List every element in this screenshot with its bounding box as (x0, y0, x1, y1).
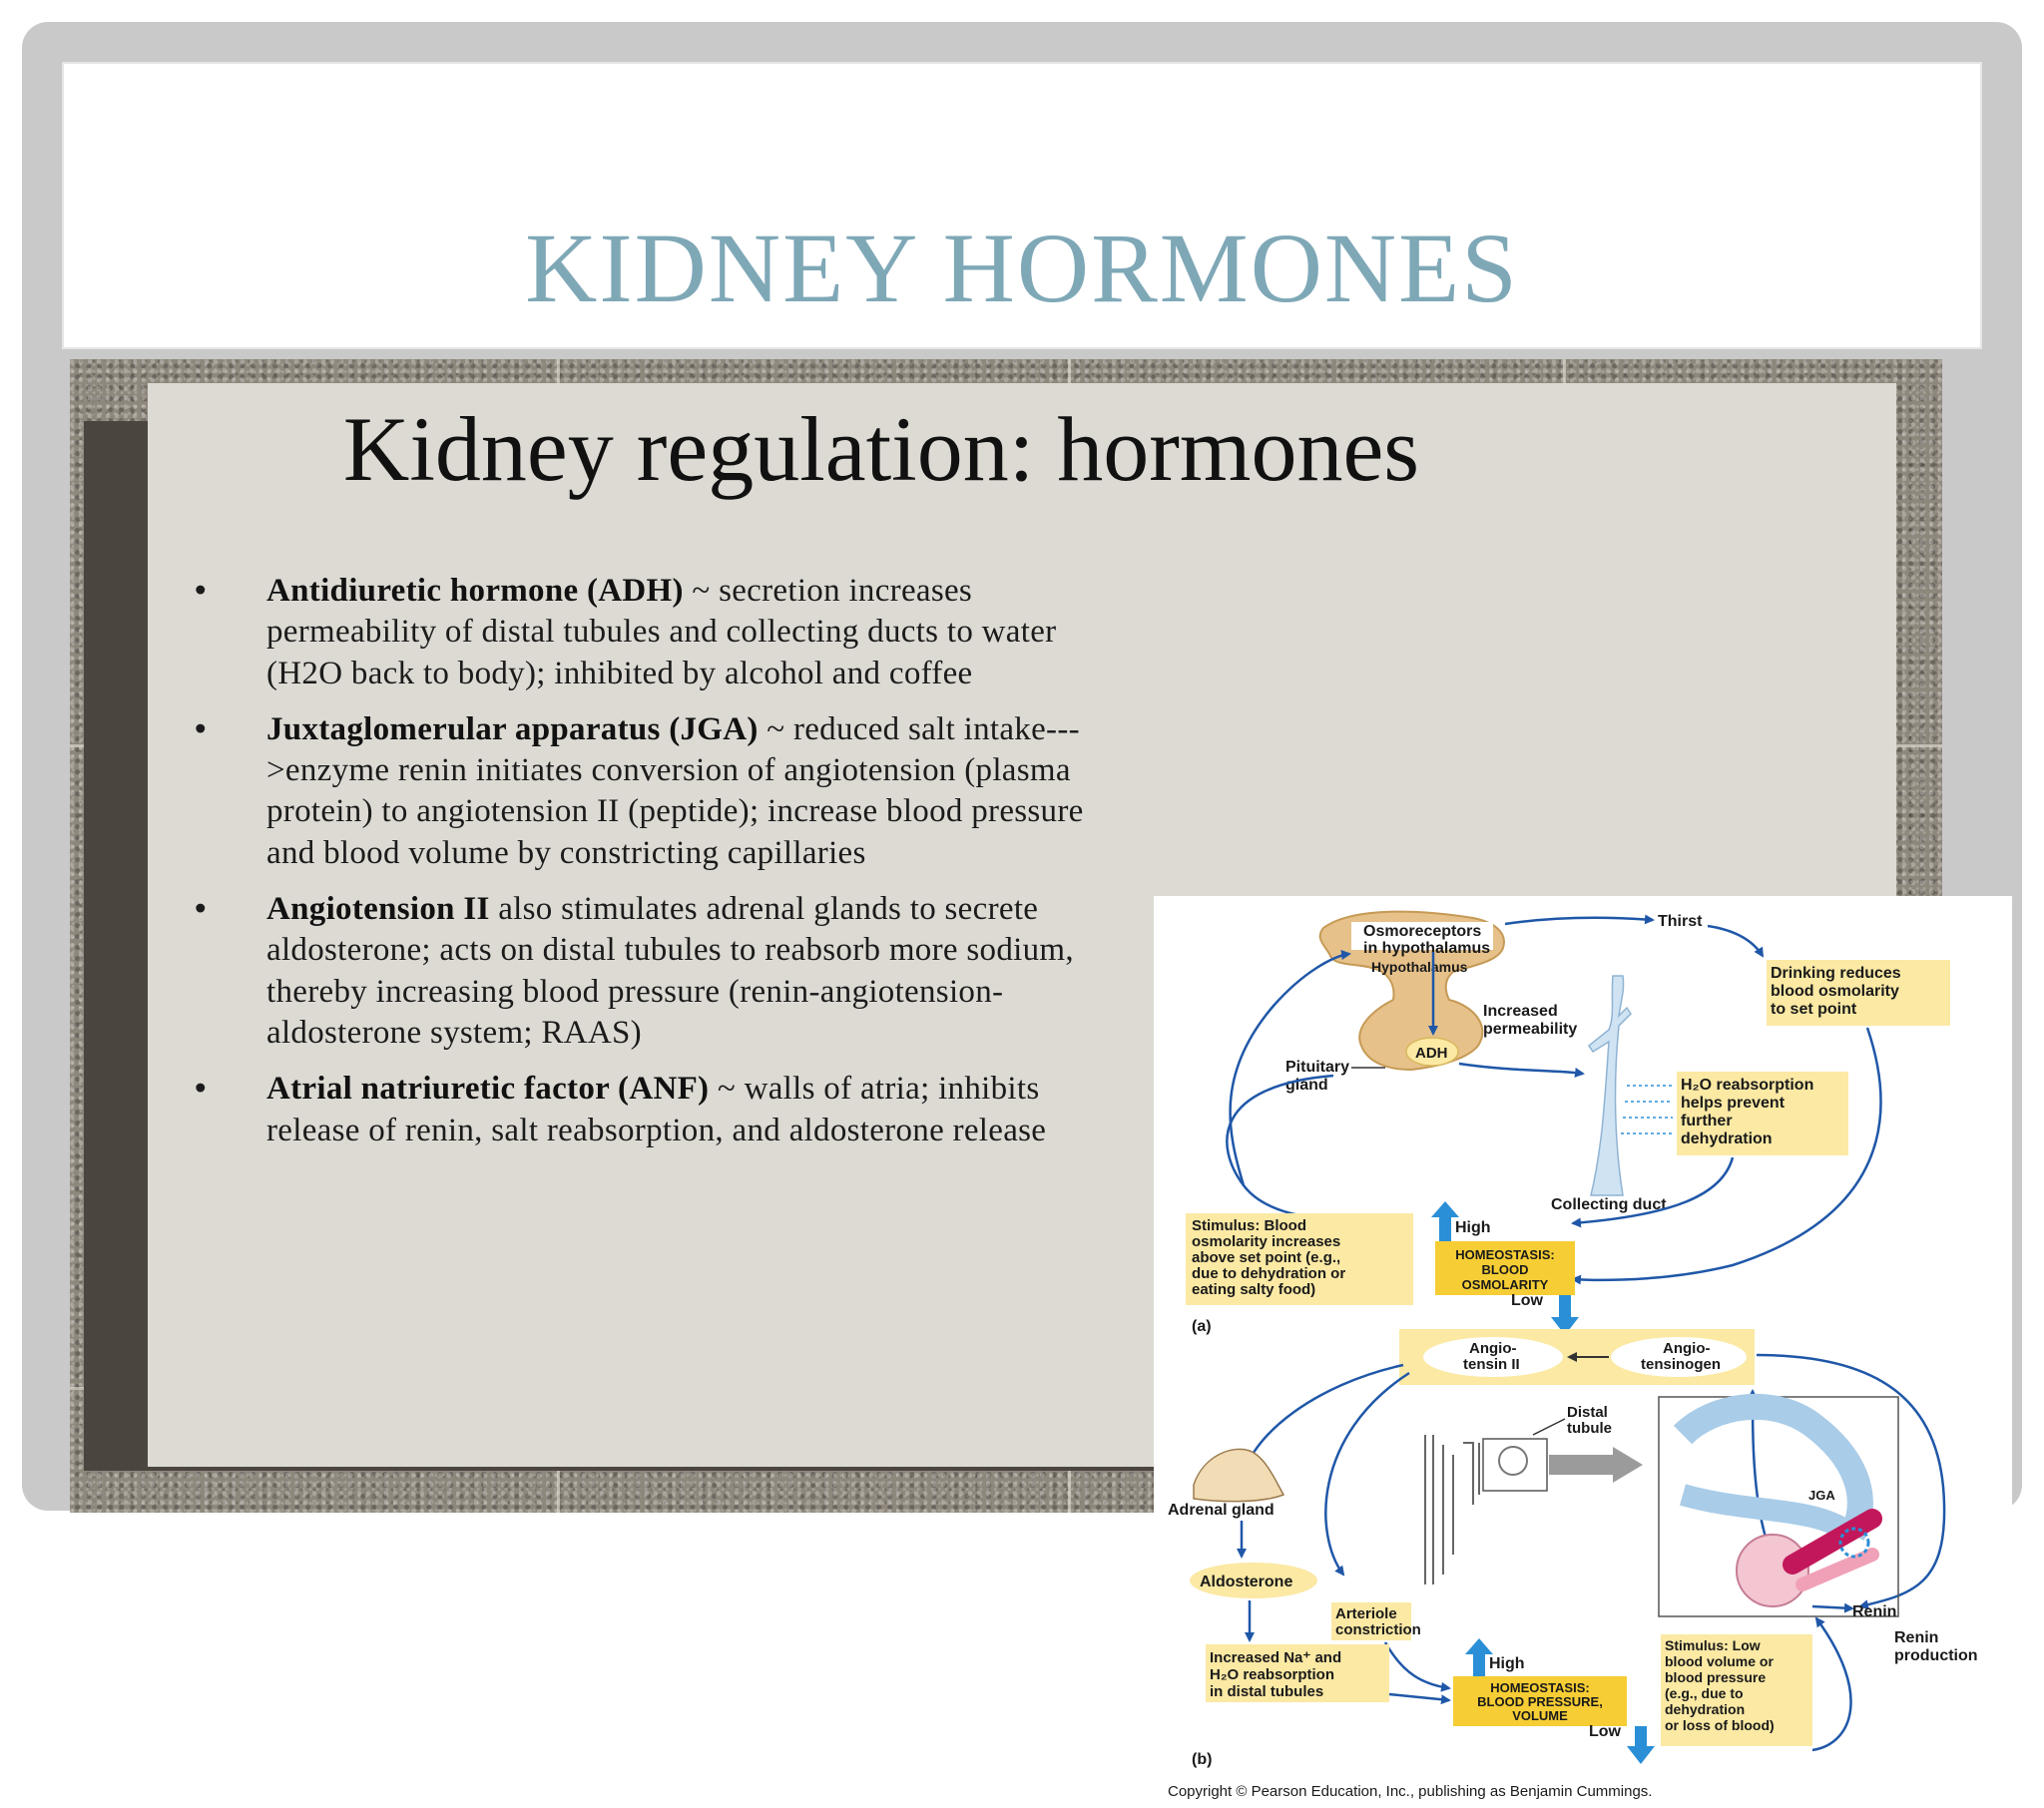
bullet-term: Antidiuretic hormone (ADH) (266, 573, 684, 609)
renin-label: Renin (1852, 1603, 1896, 1620)
bullet-item: •Atrial natriuretic factor (ANF) ~ walls… (195, 1071, 1047, 1148)
bullet-item: •Juxtaglomerular apparatus (JGA) ~ reduc… (195, 710, 1084, 871)
aldosterone-label: Aldosterone (1200, 1574, 1292, 1590)
bullet-term: Juxtaglomerular apparatus (JGA) (266, 710, 759, 747)
h2o-reabsorption-callout (1677, 1072, 1848, 1155)
bullet-text: also stimulates adrenal glands to secret… (266, 891, 1074, 1051)
jga-illustration (1658, 1393, 1899, 1617)
angiotensinogen-label: Angio-tensinogen (1641, 1340, 1721, 1373)
copyright-label: Copyright © Pearson Education, Inc., pub… (1168, 1783, 1652, 1800)
part-b-label: (b) (1192, 1751, 1212, 1768)
embedded-slide: Kidney regulation: hormones •Antidiureti… (148, 383, 2012, 1808)
adh-label: ADH (1415, 1045, 1448, 1062)
collecting-duct-shape (1587, 975, 1632, 1196)
low-b-arrow (1627, 1726, 1655, 1764)
bullet-text: ~ reduced salt intake--->enzyme renin in… (266, 710, 1084, 871)
adrenal-gland-shape (1193, 1448, 1285, 1503)
stimulus-a-callout (1186, 1213, 1413, 1305)
homeostasis-a-box (1435, 1241, 1575, 1295)
high-a-arrow (1431, 1201, 1459, 1241)
bullet-item: •Angiotension II also stimulates adrenal… (195, 891, 1074, 1051)
adrenal-gland-label: Adrenal gland (1168, 1502, 1275, 1519)
collecting-duct-label: Collecting duct (1551, 1196, 1667, 1213)
bullet-term: Angiotension II (266, 891, 490, 928)
nephron-illustration (1424, 1435, 1548, 1584)
drinking-callout (1767, 960, 1950, 1026)
bullet-term: Atrial natriuretic factor (ANF) (266, 1071, 710, 1108)
high-b-label: High (1489, 1655, 1525, 1672)
hypothalamus-shape (1318, 910, 1505, 1072)
bullet-text: ~ secretion increases permeability of di… (266, 573, 1057, 691)
bullet-text: ~ walls of atria; inhibits release of re… (266, 1071, 1047, 1148)
bullet-item: •Antidiuretic hormone (ADH) ~ secretion … (195, 573, 1057, 691)
high-a-label: High (1455, 1219, 1491, 1236)
slide-header-title: KIDNEY HORMONES (525, 213, 1519, 323)
hypothalamus-label: Hypothalamus (1371, 959, 1468, 975)
angiotensin-ii-label: Angio-tensin II (1463, 1340, 1520, 1373)
jga-label: JGA (1808, 1488, 1835, 1503)
low-a-arrow (1551, 1295, 1579, 1335)
embedded-slide-title: Kidney regulation: hormones (342, 398, 1420, 500)
low-b-label: Low (1589, 1723, 1622, 1740)
adh-oval (1405, 1037, 1459, 1067)
thirst-label: Thirst (1658, 913, 1703, 930)
title-panel: KIDNEY HORMONES (62, 62, 1982, 349)
bullet-list: •Antidiuretic hormone (ADH) ~ secretion … (188, 571, 1126, 1166)
part-a-label: (a) (1192, 1318, 1212, 1335)
low-a-label: Low (1511, 1292, 1544, 1309)
